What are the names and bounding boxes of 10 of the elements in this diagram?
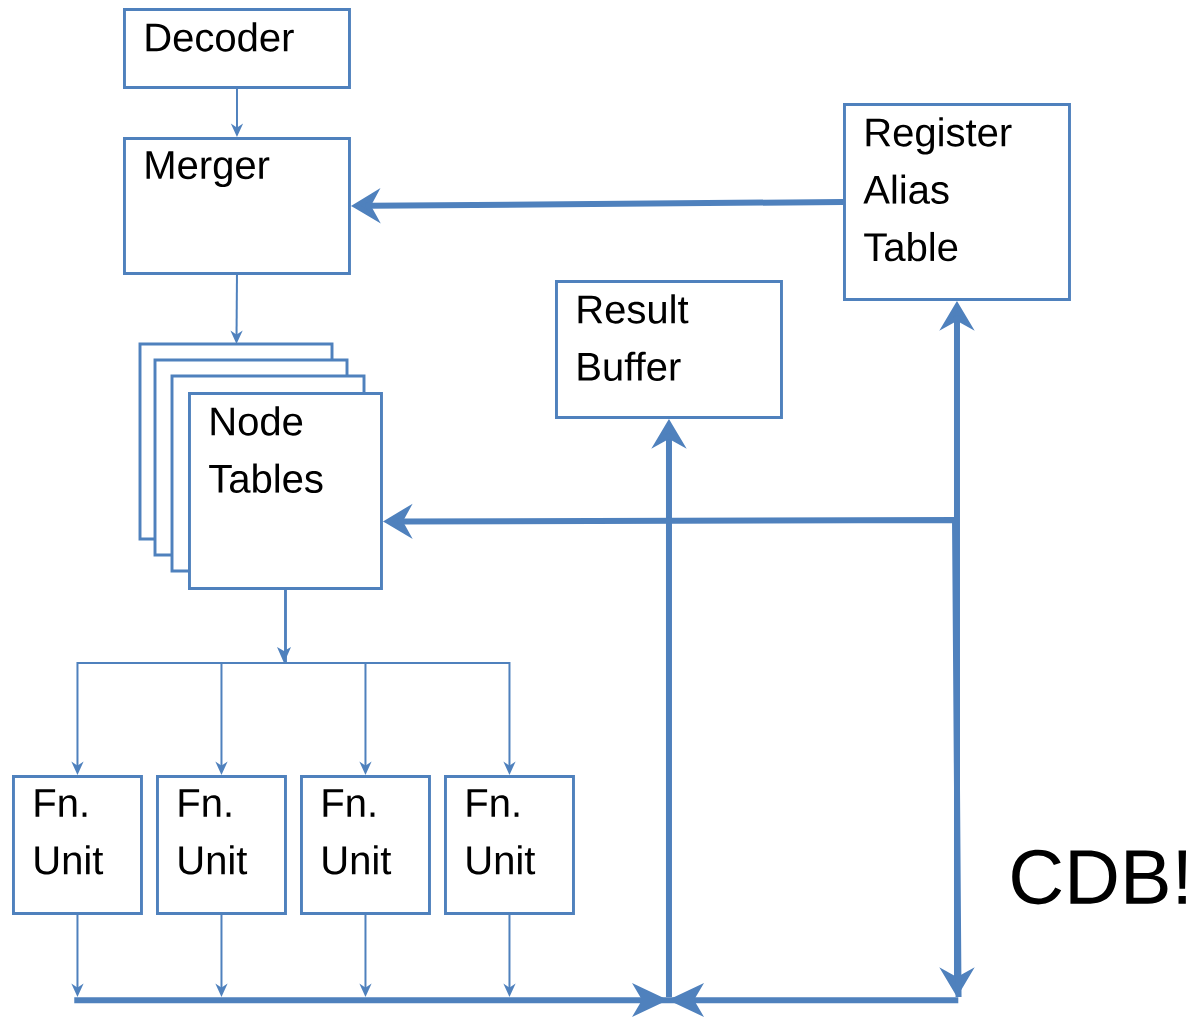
process-box: Merger [123, 137, 351, 275]
process-box: Fn. Unit [12, 775, 143, 915]
process-box: Register Alias Table [843, 103, 1071, 301]
process-box: Fn. Unit [444, 775, 575, 915]
process-box: Result Buffer [555, 280, 783, 419]
process-box: Decoder [123, 8, 351, 89]
process-box: Fn. Unit [156, 775, 287, 915]
stacked-boxes: Node Tables [138, 342, 383, 590]
bus-label: CDB! [1012, 849, 1186, 905]
process-box: Fn. Unit [300, 775, 431, 915]
